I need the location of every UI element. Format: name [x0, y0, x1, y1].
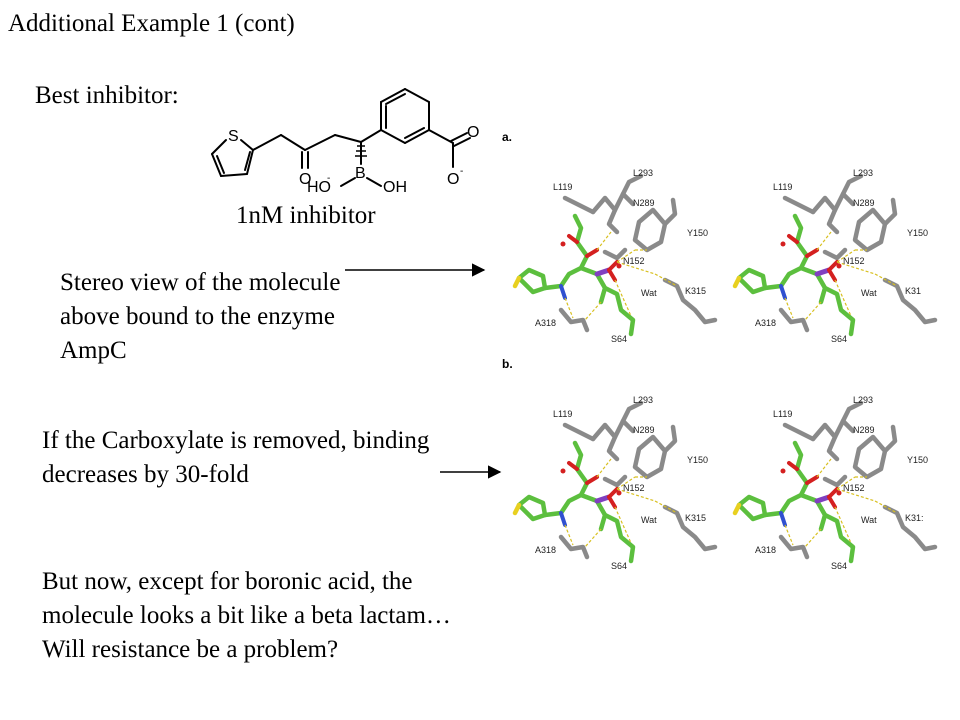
residue-label-a318: A318 — [755, 545, 776, 555]
residue-label-l119: L119 — [773, 409, 792, 419]
residue-label-s64: S64 — [831, 561, 847, 571]
best-inhibitor-label: Best inhibitor: — [35, 82, 179, 109]
residue-label-l119: L119 — [773, 182, 792, 192]
residue-label-n152: N152 — [843, 256, 865, 266]
residue-label-l119: L119 — [553, 409, 572, 419]
residue-label-a318: A318 — [535, 545, 556, 555]
panel-a-label: a. — [502, 130, 513, 144]
ketone-oxygen-atom: O — [299, 171, 311, 188]
carboxylate-charge: - — [460, 166, 463, 177]
carboxyl-oxygen-top: O — [467, 124, 479, 141]
residue-label-n289: N289 — [853, 425, 875, 435]
residue-label-n289: N289 — [853, 198, 875, 208]
residue-label-n289: N289 — [633, 198, 655, 208]
hydroxyl-left: HO — [307, 179, 331, 196]
residue-label-s64: S64 — [611, 334, 627, 344]
residue-label-k315: K315 — [685, 286, 706, 296]
slide-title: Additional Example 1 (cont) — [8, 10, 295, 37]
residue-label-a318: A318 — [535, 318, 556, 328]
residue-label-l293: L293 — [633, 395, 653, 405]
inhibitor-structure: S O B HO OH O O - - — [211, 88, 479, 196]
residue-label-k315: K31 — [905, 286, 921, 296]
residue-label-y150: Y150 — [687, 455, 708, 465]
boron-atom: B — [355, 165, 366, 182]
residue-label-n152: N152 — [623, 256, 645, 266]
stereo-caption: Stereo view of the molecule above bound … — [60, 269, 341, 364]
residue-label-l119: L119 — [553, 182, 572, 192]
carboxyl-oxygen-bottom: O — [447, 171, 459, 188]
residue-label-l293: L293 — [853, 168, 873, 178]
residue-label-wat: Wat — [641, 515, 657, 525]
inhibitor-caption: 1nM inhibitor — [236, 202, 376, 229]
residue-label-s64: S64 — [611, 561, 627, 571]
residue-label-y150: Y150 — [907, 228, 928, 238]
residue-label-a318: A318 — [755, 318, 776, 328]
residue-label-wat: Wat — [641, 288, 657, 298]
carboxylate-caption: If the Carboxylate is removed, binding d… — [42, 427, 430, 488]
residue-label-l293: L293 — [853, 395, 873, 405]
question-text: But now, except for boronic acid, the mo… — [42, 568, 451, 663]
residue-label-y150: Y150 — [907, 455, 928, 465]
residue-label-y150: Y150 — [687, 228, 708, 238]
residue-label-wat: Wat — [861, 515, 877, 525]
residue-label-n152: N152 — [623, 483, 645, 493]
panel-b-label: b. — [502, 357, 513, 371]
residue-label-s64: S64 — [831, 334, 847, 344]
residue-label-k315: K31: — [905, 513, 924, 523]
hydroxyl-right: OH — [383, 179, 407, 196]
hydroxyl-left-charge: - — [327, 173, 330, 184]
residue-label-l293: L293 — [633, 168, 653, 178]
residue-label-n289: N289 — [633, 425, 655, 435]
residue-label-n152: N152 — [843, 483, 865, 493]
residue-label-k315: K315 — [685, 513, 706, 523]
sulfur-atom: S — [228, 128, 239, 145]
residue-label-wat: Wat — [861, 288, 877, 298]
